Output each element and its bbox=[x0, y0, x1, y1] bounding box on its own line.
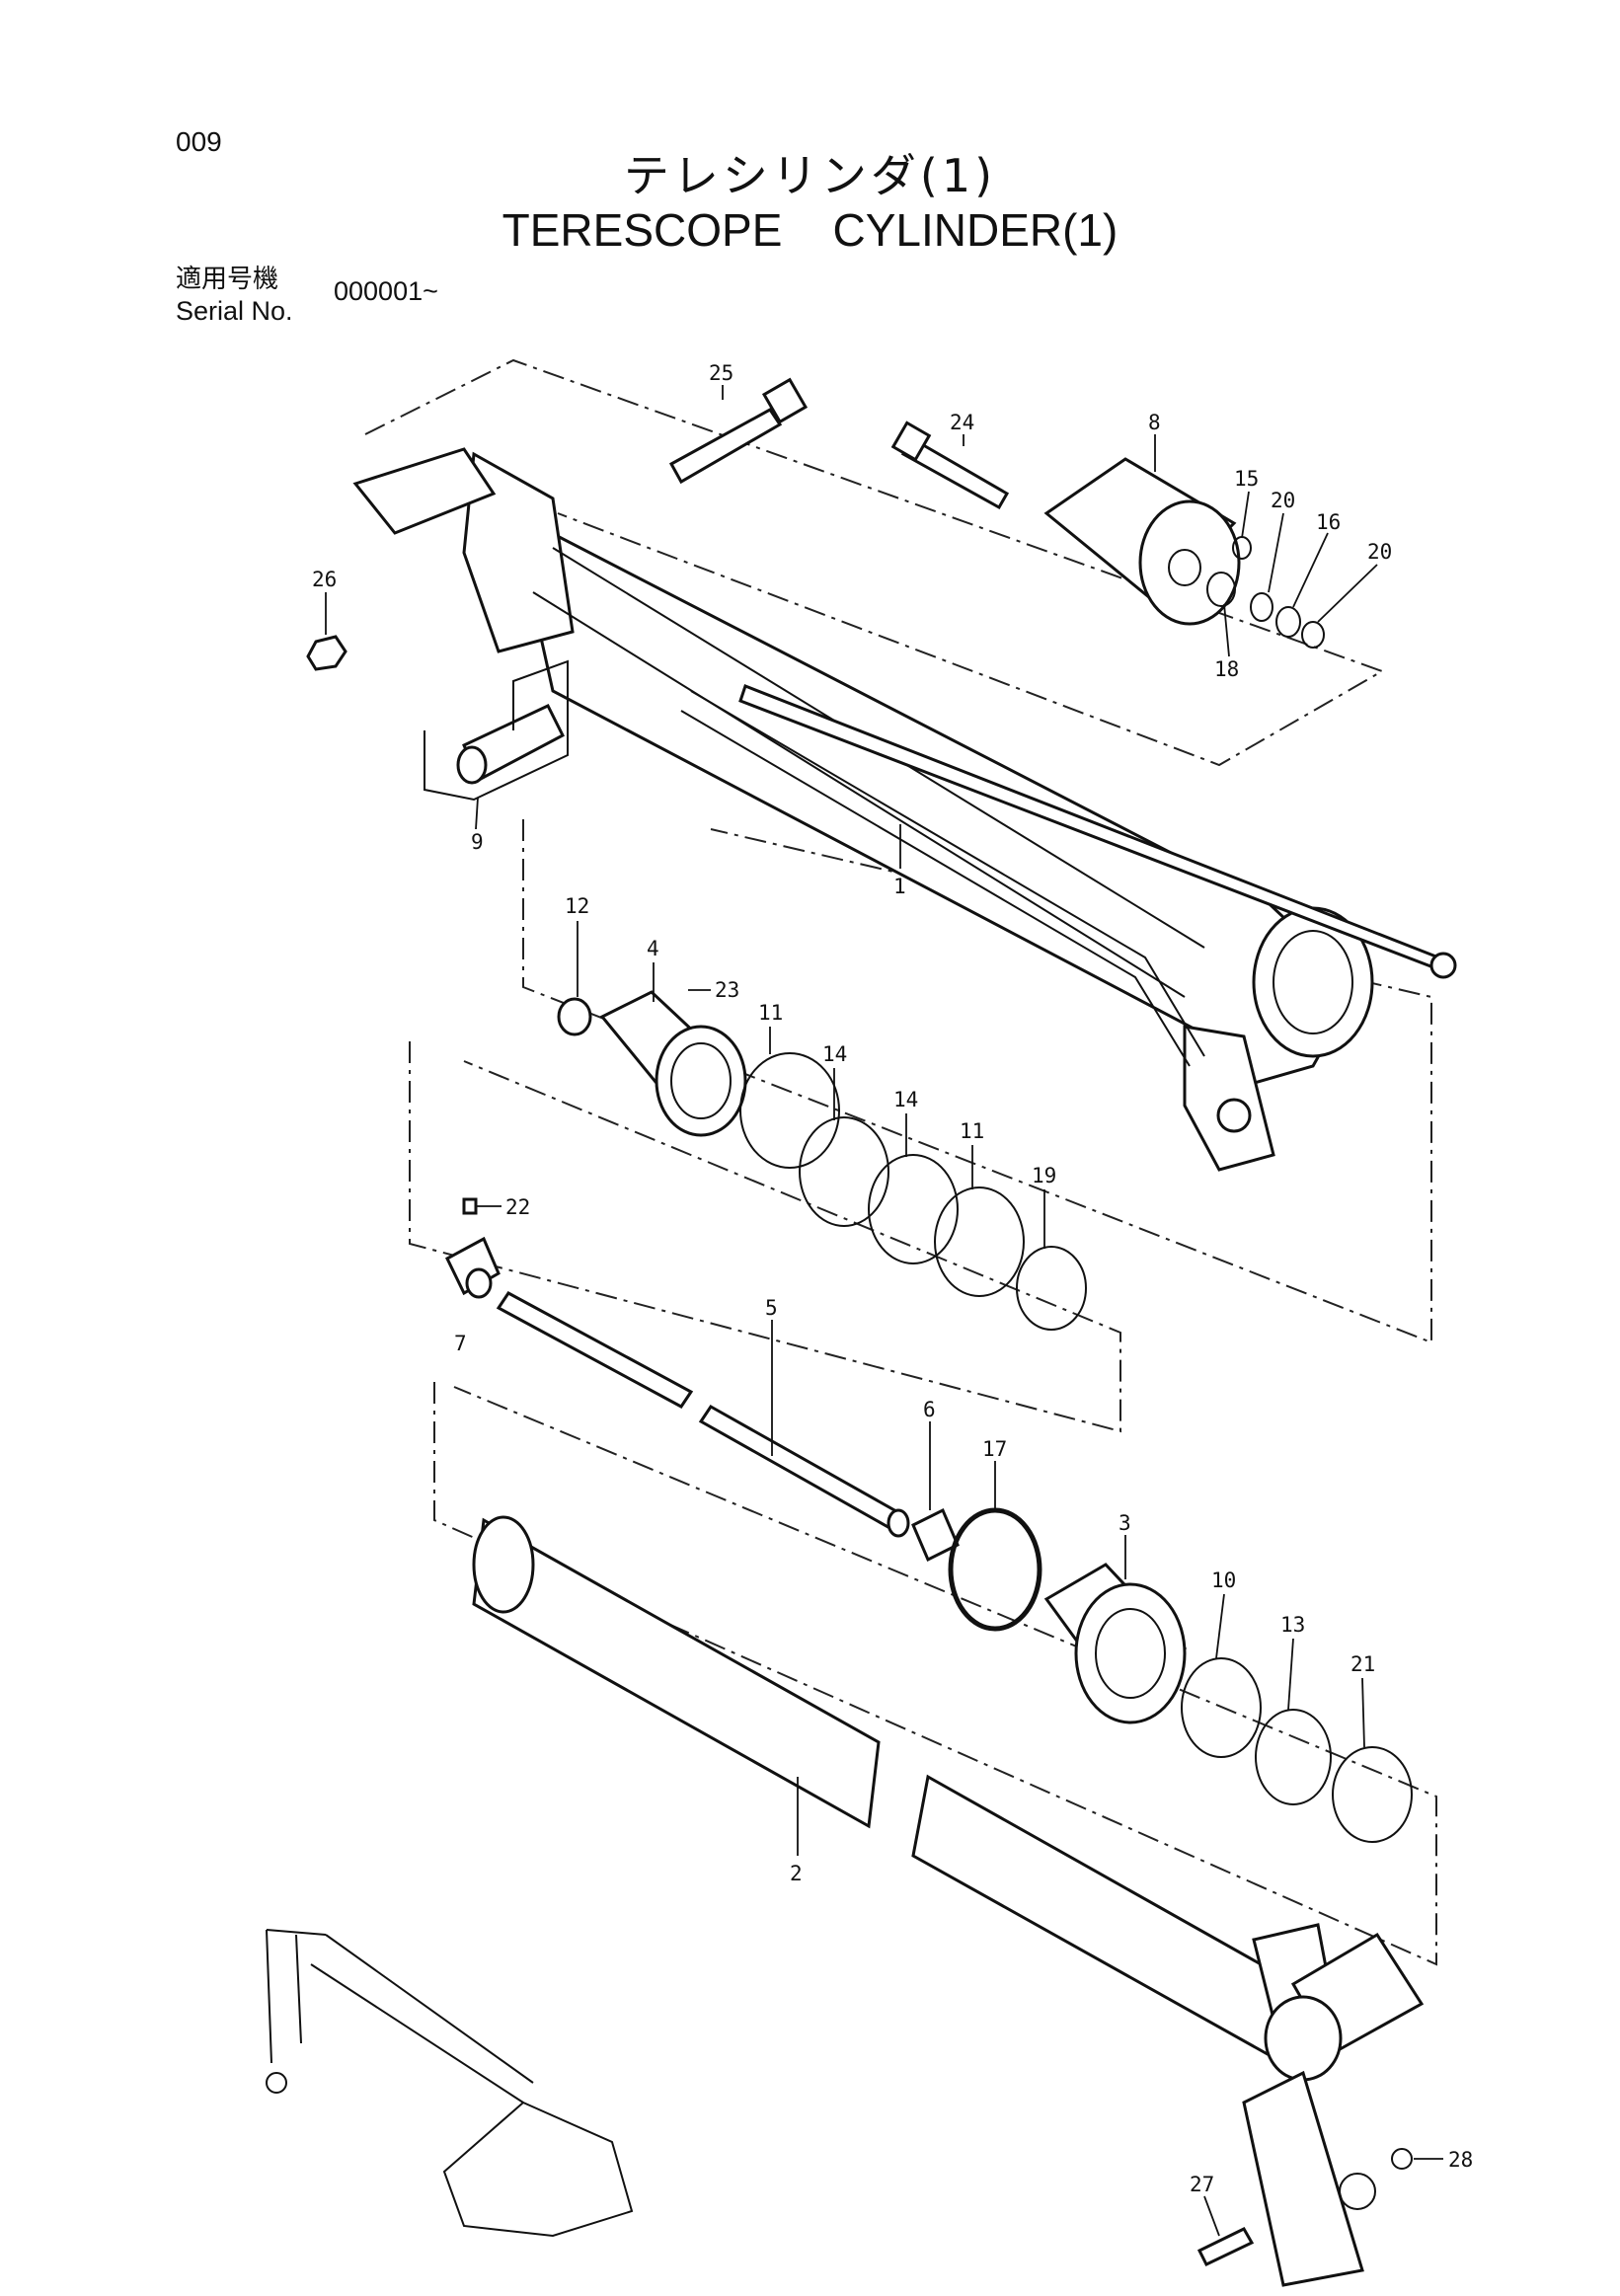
pin-part-9 bbox=[424, 659, 569, 802]
nut-part-26 bbox=[306, 635, 347, 671]
serial-label-en: Serial No. bbox=[176, 296, 293, 326]
ring-part-11b bbox=[934, 1186, 1025, 1297]
callout-22: 22 bbox=[505, 1195, 530, 1219]
callout-9: 9 bbox=[471, 830, 484, 854]
bolt-part-24 bbox=[890, 421, 1010, 510]
callout-10: 10 bbox=[1211, 1569, 1236, 1592]
callout-20b: 20 bbox=[1367, 540, 1392, 564]
callout-12: 12 bbox=[565, 894, 589, 918]
callout-21: 21 bbox=[1350, 1652, 1375, 1676]
callout-28: 28 bbox=[1448, 2148, 1473, 2172]
callout-1: 1 bbox=[893, 875, 906, 898]
head-part-8 bbox=[1043, 457, 1241, 626]
page-title-en: TERESCOPE CYLINDER(1) bbox=[501, 204, 1119, 256]
callout-labels: 25 24 8 15 20 16 20 26 18 9 1 12 4 23 11… bbox=[312, 361, 1473, 2196]
callout-16: 16 bbox=[1316, 510, 1341, 534]
callout-11b: 11 bbox=[960, 1119, 984, 1143]
bolt-part-27 bbox=[1196, 2227, 1255, 2266]
callout-6: 6 bbox=[923, 1398, 936, 1421]
callout-18: 18 bbox=[1214, 657, 1239, 681]
bushing-part-4 bbox=[599, 990, 747, 1137]
callout-25: 25 bbox=[709, 361, 733, 385]
ring-part-10 bbox=[1181, 1657, 1262, 1758]
callout-15: 15 bbox=[1234, 467, 1259, 491]
oring-part-17 bbox=[948, 1507, 1042, 1632]
serial-label-jp: 適用号機 bbox=[176, 265, 279, 294]
cylinder-tube bbox=[352, 447, 1457, 1172]
group-boundary-rod bbox=[433, 1382, 1437, 1966]
callout-8: 8 bbox=[1148, 411, 1161, 434]
machine-thumbnail bbox=[266, 1929, 634, 2238]
callout-27: 27 bbox=[1190, 2173, 1214, 2196]
oring-part-28 bbox=[1391, 2148, 1413, 2170]
callout-14b: 14 bbox=[893, 1088, 918, 1111]
rod-eye bbox=[1242, 1923, 1425, 2287]
callout-2: 2 bbox=[790, 1862, 803, 1885]
ring-part-14b bbox=[868, 1154, 959, 1264]
callout-13: 13 bbox=[1280, 1613, 1305, 1637]
page-code: 009 bbox=[176, 126, 222, 157]
nipple-part-7 bbox=[445, 1236, 501, 1299]
callout-20a: 20 bbox=[1271, 489, 1295, 512]
serial-value: 000001~ bbox=[334, 276, 438, 306]
callout-26: 26 bbox=[312, 568, 337, 591]
ring-part-21 bbox=[1332, 1746, 1413, 1843]
group-boundary-piston bbox=[409, 1041, 1121, 1433]
callout-17: 17 bbox=[982, 1437, 1007, 1461]
callout-4: 4 bbox=[647, 937, 659, 960]
callout-11a: 11 bbox=[758, 1001, 783, 1025]
tube-part-5 bbox=[496, 1291, 910, 1538]
ring-part-11a bbox=[739, 1052, 840, 1169]
bolt-part-25 bbox=[668, 377, 809, 485]
plug-part-22 bbox=[462, 1197, 478, 1215]
leader-lines bbox=[325, 385, 1443, 2237]
callout-3: 3 bbox=[1119, 1511, 1131, 1535]
ring-part-19 bbox=[1016, 1246, 1087, 1331]
piston-part-3 bbox=[1043, 1563, 1188, 1724]
group-boundary-upper bbox=[364, 358, 1385, 767]
page-title-jp: テレシリンダ(1) bbox=[623, 149, 997, 202]
callout-7: 7 bbox=[454, 1332, 467, 1355]
callout-19: 19 bbox=[1032, 1164, 1056, 1187]
rod-part-2 bbox=[472, 1515, 1285, 2066]
ring-part-12 bbox=[557, 997, 592, 1036]
ring-part-14a bbox=[799, 1116, 889, 1227]
callout-24: 24 bbox=[950, 411, 974, 434]
callout-23: 23 bbox=[715, 978, 739, 1002]
bushing-part-6 bbox=[911, 1507, 960, 1563]
ring-part-13 bbox=[1255, 1709, 1332, 1805]
callout-5: 5 bbox=[765, 1296, 778, 1320]
callout-14a: 14 bbox=[822, 1042, 847, 1066]
